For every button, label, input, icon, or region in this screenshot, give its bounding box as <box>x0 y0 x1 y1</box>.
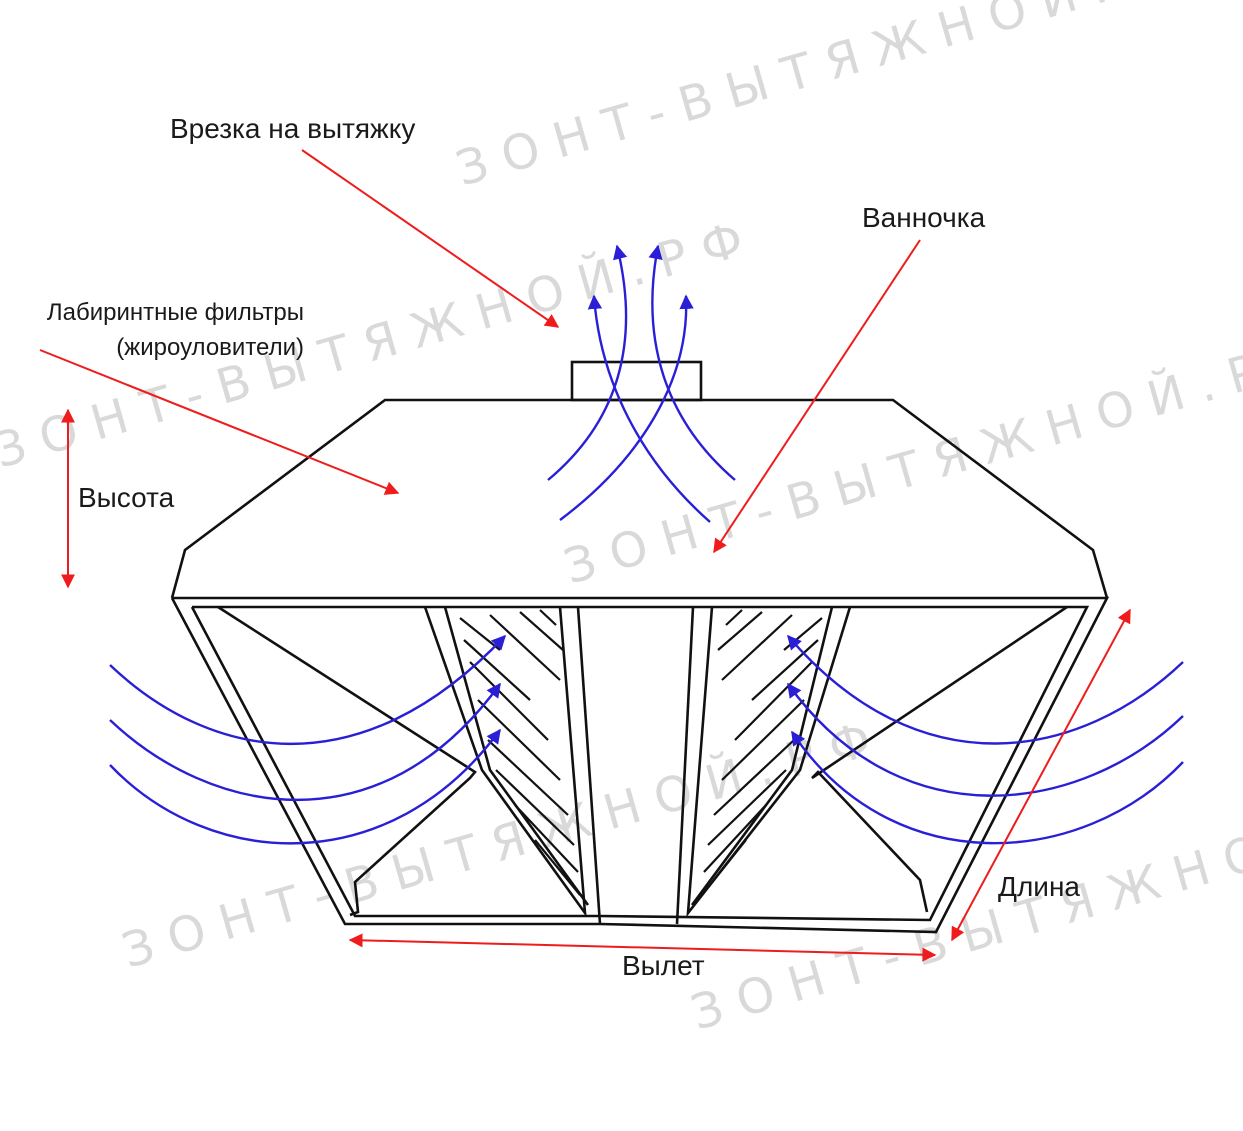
exhaust-cutout <box>570 360 703 402</box>
left-inner-panel <box>217 605 477 917</box>
hood-outline <box>170 360 1110 934</box>
right-filter-rail <box>675 606 695 925</box>
tray-label: Ванночка <box>862 202 986 233</box>
watermark-text: ЗОНТ-ВЫТЯЖНОЙ.РФ <box>450 0 1227 198</box>
overhang-dimension-arrow <box>348 933 937 962</box>
hood-inner-frame <box>190 605 1090 922</box>
filters-label-line1: Лабиринтные фильтры <box>47 299 304 326</box>
dimension-arrows <box>61 408 1131 962</box>
airflow-arrows <box>109 244 1184 845</box>
labels: Врезка на вытяжку Ванночка Лабиринтные ф… <box>47 113 1081 981</box>
right-filter-inner <box>690 606 834 906</box>
left-filter-frame <box>423 606 587 918</box>
airflow-arrow <box>587 294 711 523</box>
length-label: Длина <box>998 871 1080 902</box>
left-filter-rail <box>576 606 602 925</box>
filters-label-line2: (жироуловители) <box>116 334 304 361</box>
left-filter-inner <box>443 606 590 906</box>
hood-top-body <box>170 398 1109 599</box>
airflow-arrow <box>559 294 694 521</box>
filters-pointer-arrow <box>39 349 400 495</box>
overhang-label: Вылет <box>622 950 705 981</box>
airflow-arrow <box>109 634 506 745</box>
airflow-arrow <box>547 244 628 481</box>
cutout-label: Врезка на вытяжку <box>170 113 415 144</box>
pointer-arrows <box>39 149 921 554</box>
left-filter-hatching <box>459 609 581 896</box>
cutout-pointer-arrow <box>301 149 560 328</box>
right-filter-hatching <box>701 609 823 896</box>
hood-lower-frame <box>170 596 1110 934</box>
watermark-text: ЗОНТ-ВЫТЯЖНОЙ.РФ <box>0 206 765 479</box>
height-label: Высота <box>78 482 175 513</box>
tray-pointer-arrow <box>713 239 921 554</box>
watermark-text: ЗОНТ-ВЫТЯЖНОЙ.РФ <box>116 706 893 979</box>
airflow-arrow <box>109 682 501 801</box>
airflow-arrow <box>109 728 501 845</box>
airflow-arrow <box>648 244 736 481</box>
length-dimension-arrow <box>951 608 1131 942</box>
